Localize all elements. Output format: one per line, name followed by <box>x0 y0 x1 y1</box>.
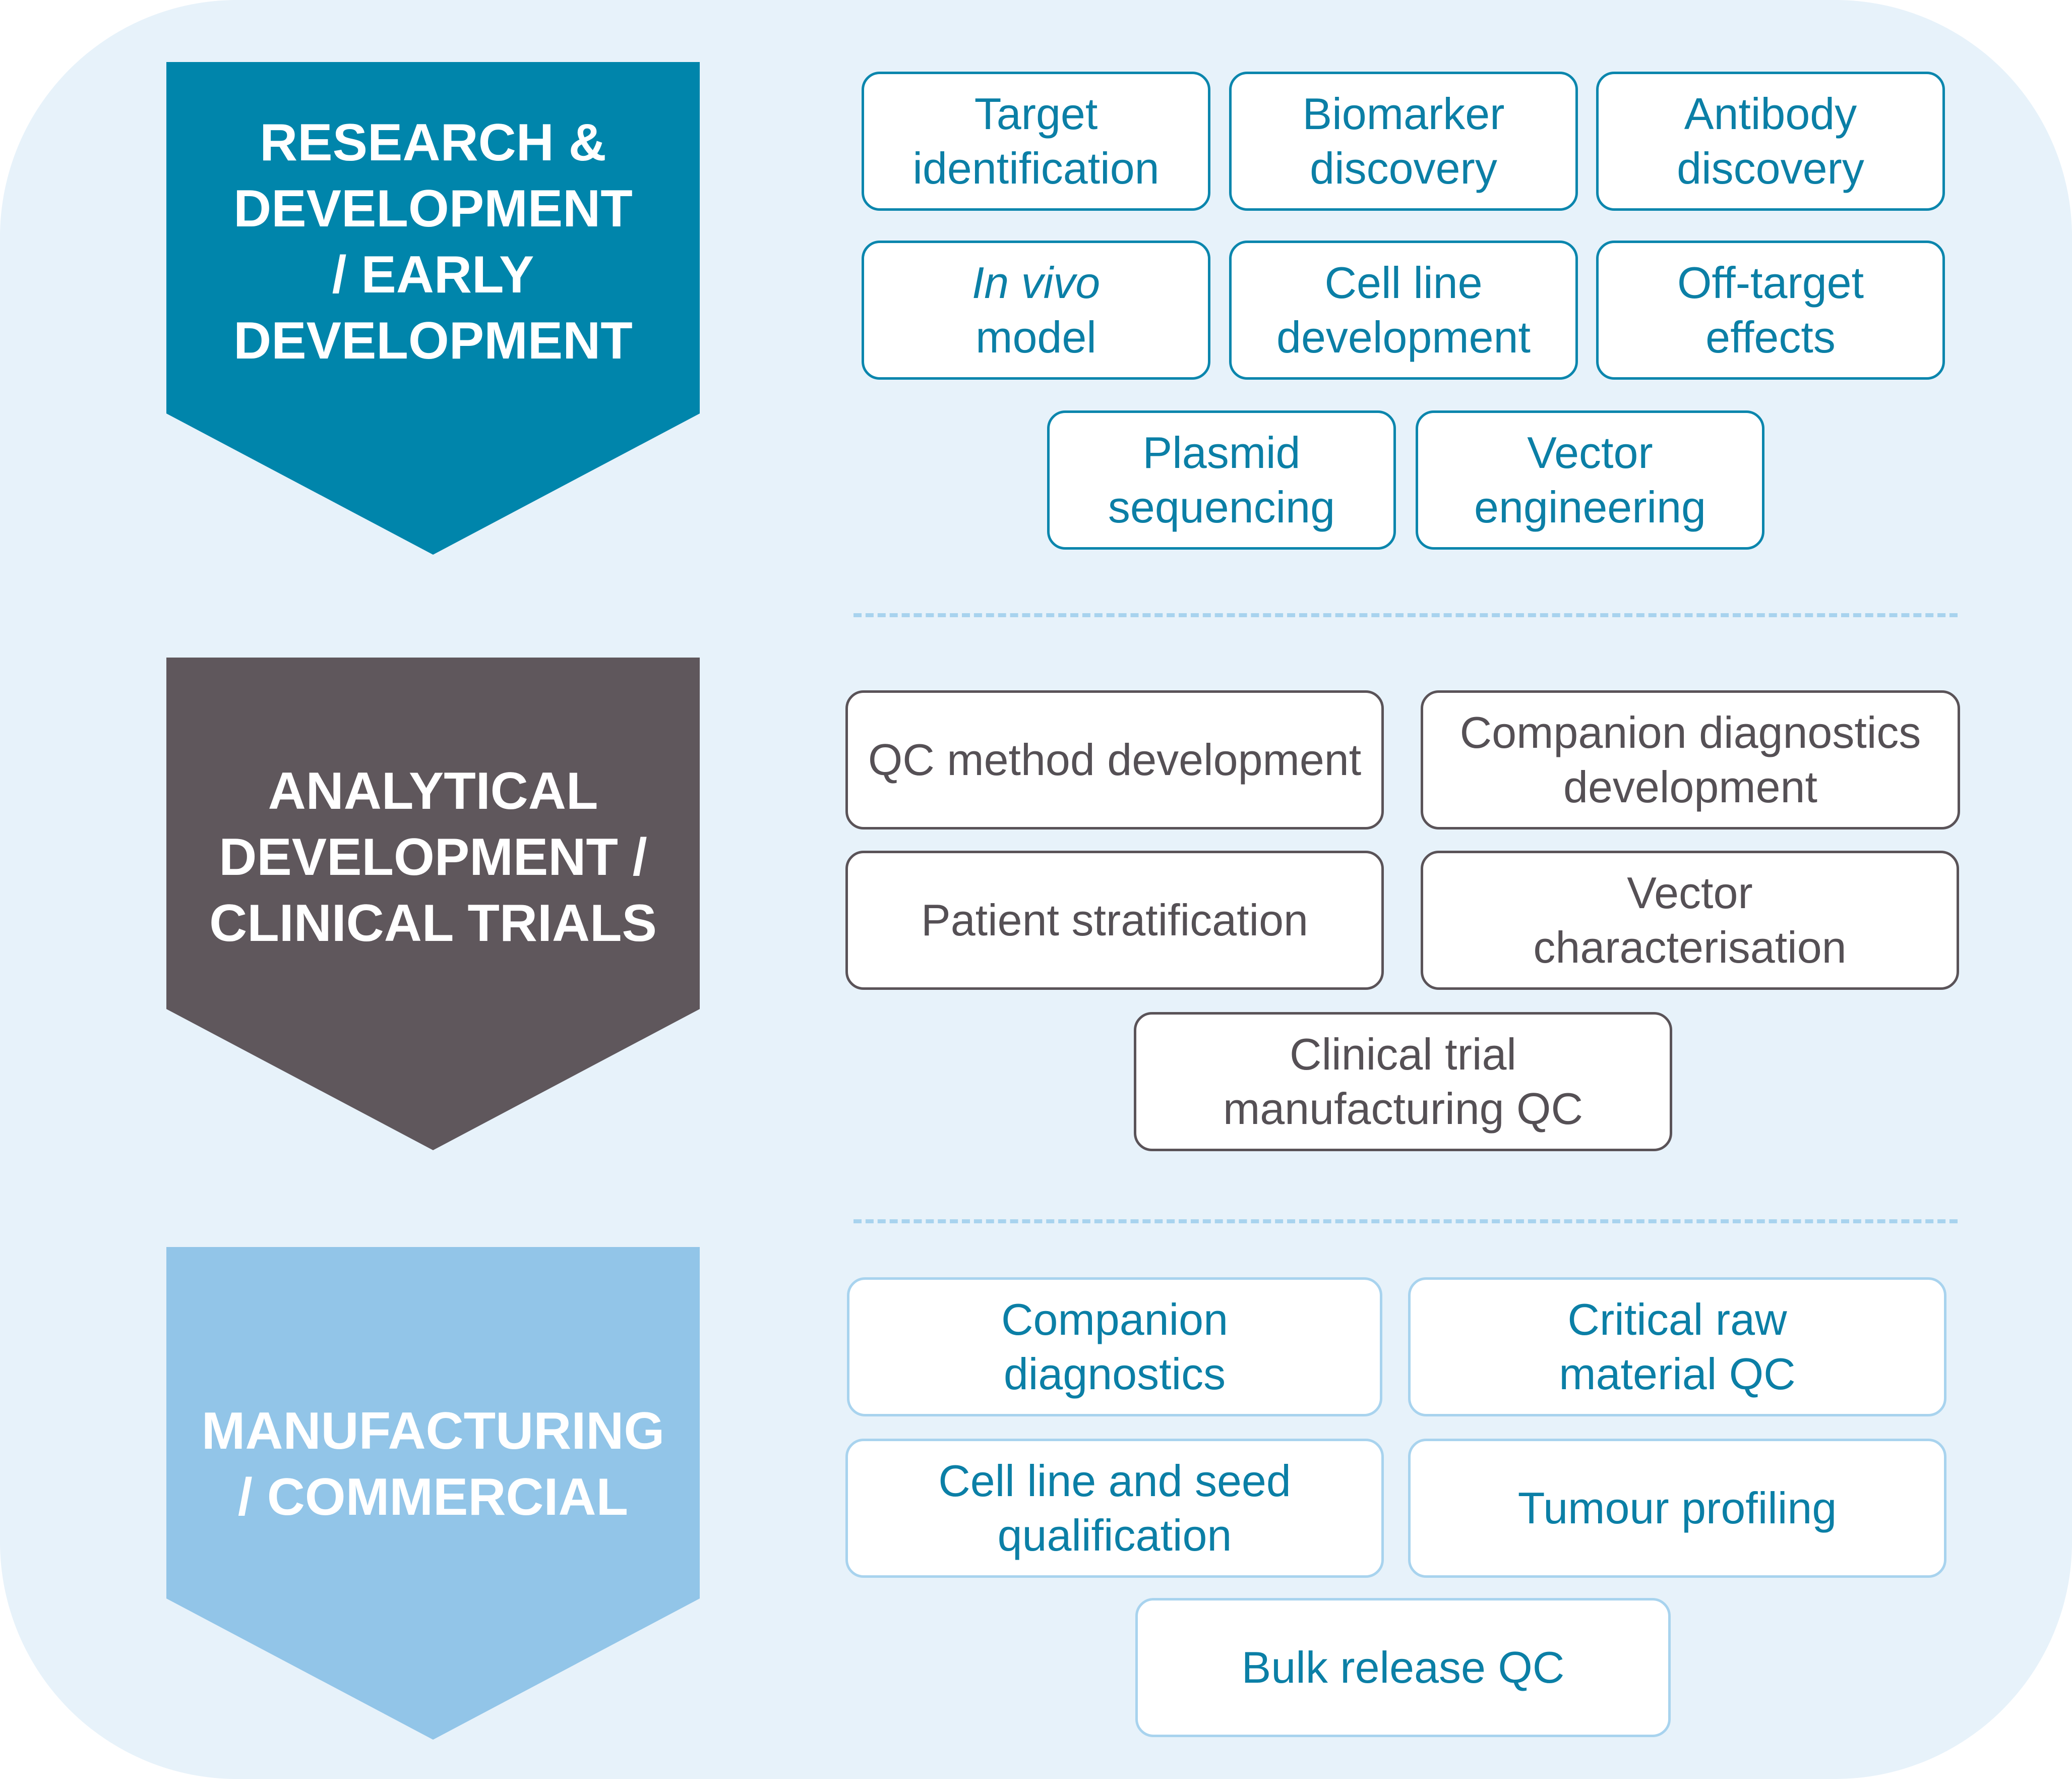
item-tumour-profiling: Tumour profiling <box>1408 1439 1946 1578</box>
item-bulk-release-qc: Bulk release QC <box>1135 1598 1671 1737</box>
stage-label: MANUFACTURING / COMMERCIAL <box>201 1402 665 1526</box>
section-divider <box>854 613 1958 617</box>
stage-arrow-research <box>166 62 700 555</box>
stage-manufacturing-commercial: MANUFACTURING / COMMERCIAL <box>166 1247 700 1740</box>
stage-analytical-development: ANALYTICAL DEVELOPMENT / CLINICAL TRIALS <box>166 658 700 1150</box>
stage-label: ANALYTICAL DEVELOPMENT / CLINICAL TRIALS <box>209 762 657 953</box>
section-divider <box>854 1219 1958 1223</box>
stage-research-development: RESEARCH & DEVELOPMENT / EARLY DEVELOPME… <box>166 62 700 555</box>
stage-arrow-manufacturing <box>166 1247 700 1740</box>
item-patient-stratification: Patient stratification <box>845 851 1384 990</box>
stage-arrow-analytical <box>166 658 700 1150</box>
stage-label: RESEARCH & DEVELOPMENT / EARLY DEVELOPME… <box>233 113 633 370</box>
item-qc-method-development: QC method development <box>845 690 1384 829</box>
